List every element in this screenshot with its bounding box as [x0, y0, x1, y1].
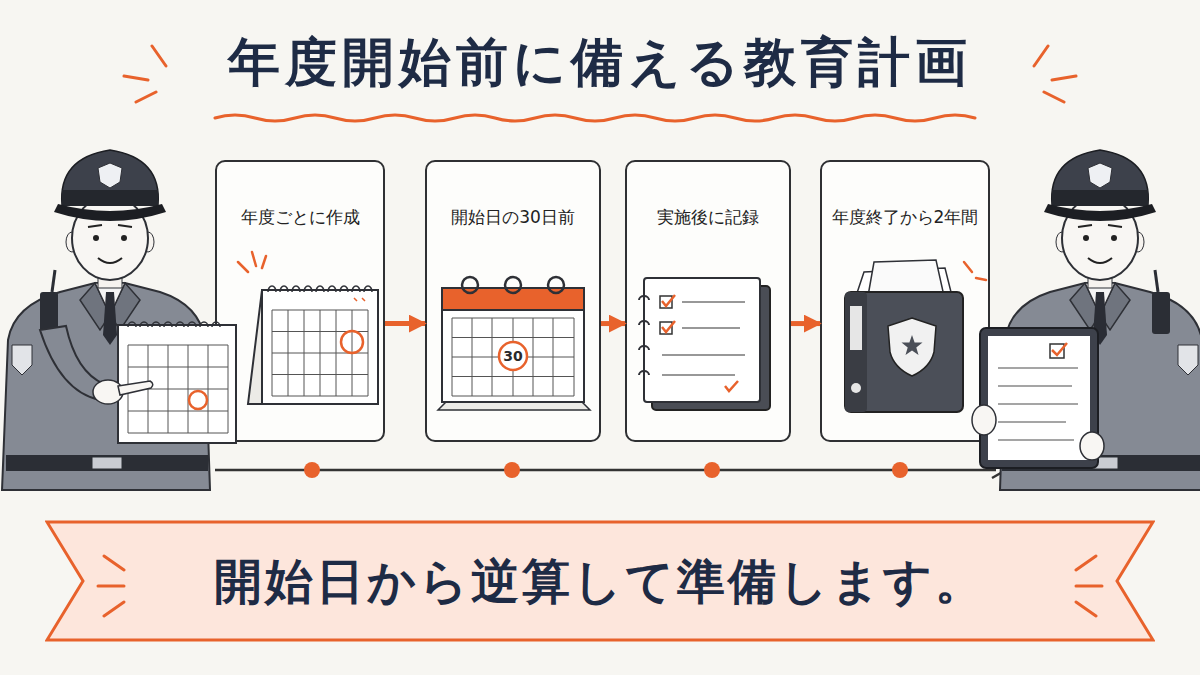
calendar-rings: [268, 286, 372, 292]
step-panel: 開始日の30日前: [425, 160, 601, 442]
step-panel: 年度ごとに作成: [215, 160, 385, 442]
timeline-head: [992, 462, 1006, 478]
tablet-frame: [980, 328, 1098, 468]
calendar-base: [438, 402, 590, 410]
guard-hand: [93, 380, 123, 404]
binder-paper: [868, 260, 944, 296]
tablet-screen: [988, 336, 1090, 460]
timeline-dot: [704, 462, 720, 478]
notebook-lines: [662, 302, 745, 375]
notebook-cover: [652, 286, 770, 410]
spine-hole: [851, 383, 861, 393]
checkbox: [660, 296, 672, 308]
held-calendar: [40, 322, 236, 443]
date-mark: [499, 342, 527, 370]
timeline: [215, 469, 996, 472]
checkbox: [660, 322, 672, 334]
date-mark: [341, 331, 363, 353]
calendar-sheet: [442, 288, 584, 402]
binder-spine: [845, 292, 867, 412]
calendar-rings: [128, 322, 220, 327]
date-mark: [189, 391, 207, 409]
step-panel: 年度終了から2年間: [820, 160, 990, 442]
step-heading: 年度終了から2年間: [826, 206, 984, 228]
guard-hand: [1080, 432, 1104, 460]
archive-binder: [845, 260, 986, 412]
guard-hand: [972, 405, 996, 435]
tablet-checkbox: [1050, 344, 1064, 358]
calendar-grid: [272, 310, 368, 396]
banner-text: 開始日から逆算して準備します。: [214, 552, 986, 610]
binder-sparks: [964, 262, 986, 280]
step-panel: 実施後に記録: [625, 160, 791, 442]
flow-arrow: [385, 321, 425, 326]
tablet-lines: [998, 368, 1078, 440]
calendar-sheet: [118, 325, 236, 443]
timeline-dot: [892, 462, 908, 478]
diagram-title: 年度開始前に備える教育計画: [100, 30, 1100, 94]
notebook-page: [644, 278, 760, 402]
calendar-grid: [128, 345, 228, 433]
guard-arm: [40, 326, 104, 400]
guard-left: [2, 150, 210, 490]
shield-emblem: [888, 318, 936, 376]
step-heading: 開始日の30日前: [431, 206, 595, 228]
step-heading: 実施後に記録: [631, 206, 785, 228]
notebook-rings: [639, 296, 649, 375]
calendar-sparks: [238, 252, 266, 272]
held-tablet: [972, 328, 1104, 468]
calendar-ring: [462, 277, 478, 293]
calendar-sheet: [262, 290, 378, 404]
desk-calendar: [238, 252, 378, 404]
summary-banner: 開始日から逆算して準備します。: [45, 520, 1155, 642]
calendar-ring: [505, 277, 521, 293]
step-heading: 年度ごとに作成: [221, 206, 379, 228]
guard-finger: [118, 381, 153, 395]
record-notebook: [639, 278, 770, 410]
banner-sparks: [98, 556, 1102, 616]
tablet-check: [1052, 343, 1067, 355]
calendar-stand: [248, 290, 262, 404]
calendar-ring: [548, 277, 564, 293]
ribbon-outline: [47, 522, 1153, 640]
guard-right: [1000, 150, 1200, 490]
calendar-grid: [452, 318, 574, 396]
deadline-calendar: [438, 277, 590, 410]
timeline-dot: [304, 462, 320, 478]
shield-star: [902, 335, 923, 355]
binder-paper: [856, 268, 952, 296]
title-underline: [215, 115, 975, 121]
calendar-header: [442, 288, 584, 310]
calendar-tick: [354, 298, 365, 301]
flow-arrow: [601, 321, 625, 326]
binder-cover: [845, 292, 963, 412]
spine-label: [850, 306, 862, 350]
check-marks: [662, 295, 738, 391]
flow-arrow: [791, 321, 820, 326]
timeline-dot: [504, 462, 520, 478]
